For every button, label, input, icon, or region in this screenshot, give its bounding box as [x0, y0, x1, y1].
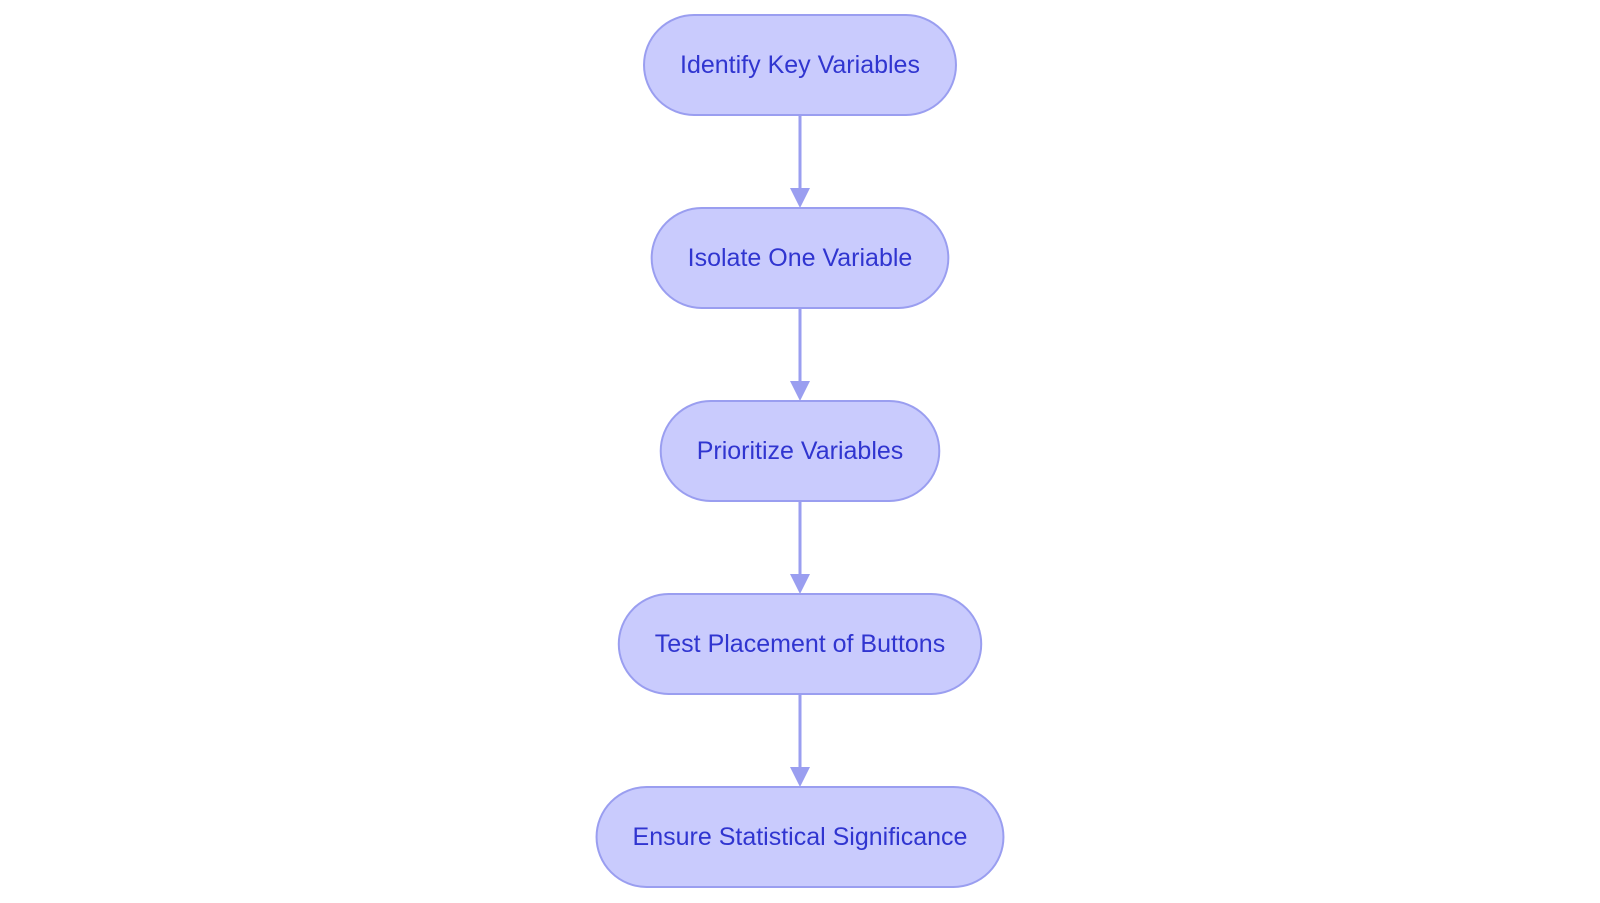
flow-node-5: Ensure Statistical Significance — [595, 786, 1005, 888]
flow-arrow-3 — [790, 501, 810, 594]
flow-node-label: Isolate One Variable — [688, 244, 913, 272]
arrowhead-icon — [790, 188, 810, 208]
flow-node-1: Identify Key Variables — [643, 14, 957, 116]
arrowhead-icon — [790, 381, 810, 401]
edges-layer — [790, 115, 810, 787]
arrowhead-icon — [790, 574, 810, 594]
flow-node-shape — [650, 207, 950, 309]
flow-node-4: Test Placement of Buttons — [617, 593, 983, 695]
flow-node-label: Prioritize Variables — [697, 437, 904, 465]
flow-arrow-1 — [790, 115, 810, 208]
flow-node-label: Test Placement of Buttons — [655, 630, 945, 658]
flow-node-2: Isolate One Variable — [650, 207, 950, 309]
flow-node-label: Identify Key Variables — [680, 51, 920, 79]
flow-node-3: Prioritize Variables — [659, 400, 941, 502]
flow-node-shape — [595, 786, 1005, 888]
flow-node-shape — [659, 400, 941, 502]
flow-node-label: Ensure Statistical Significance — [633, 823, 968, 851]
flow-arrow-2 — [790, 308, 810, 401]
flow-node-shape — [643, 14, 957, 116]
flow-arrow-4 — [790, 694, 810, 787]
flow-node-shape — [617, 593, 983, 695]
arrowhead-icon — [790, 767, 810, 787]
